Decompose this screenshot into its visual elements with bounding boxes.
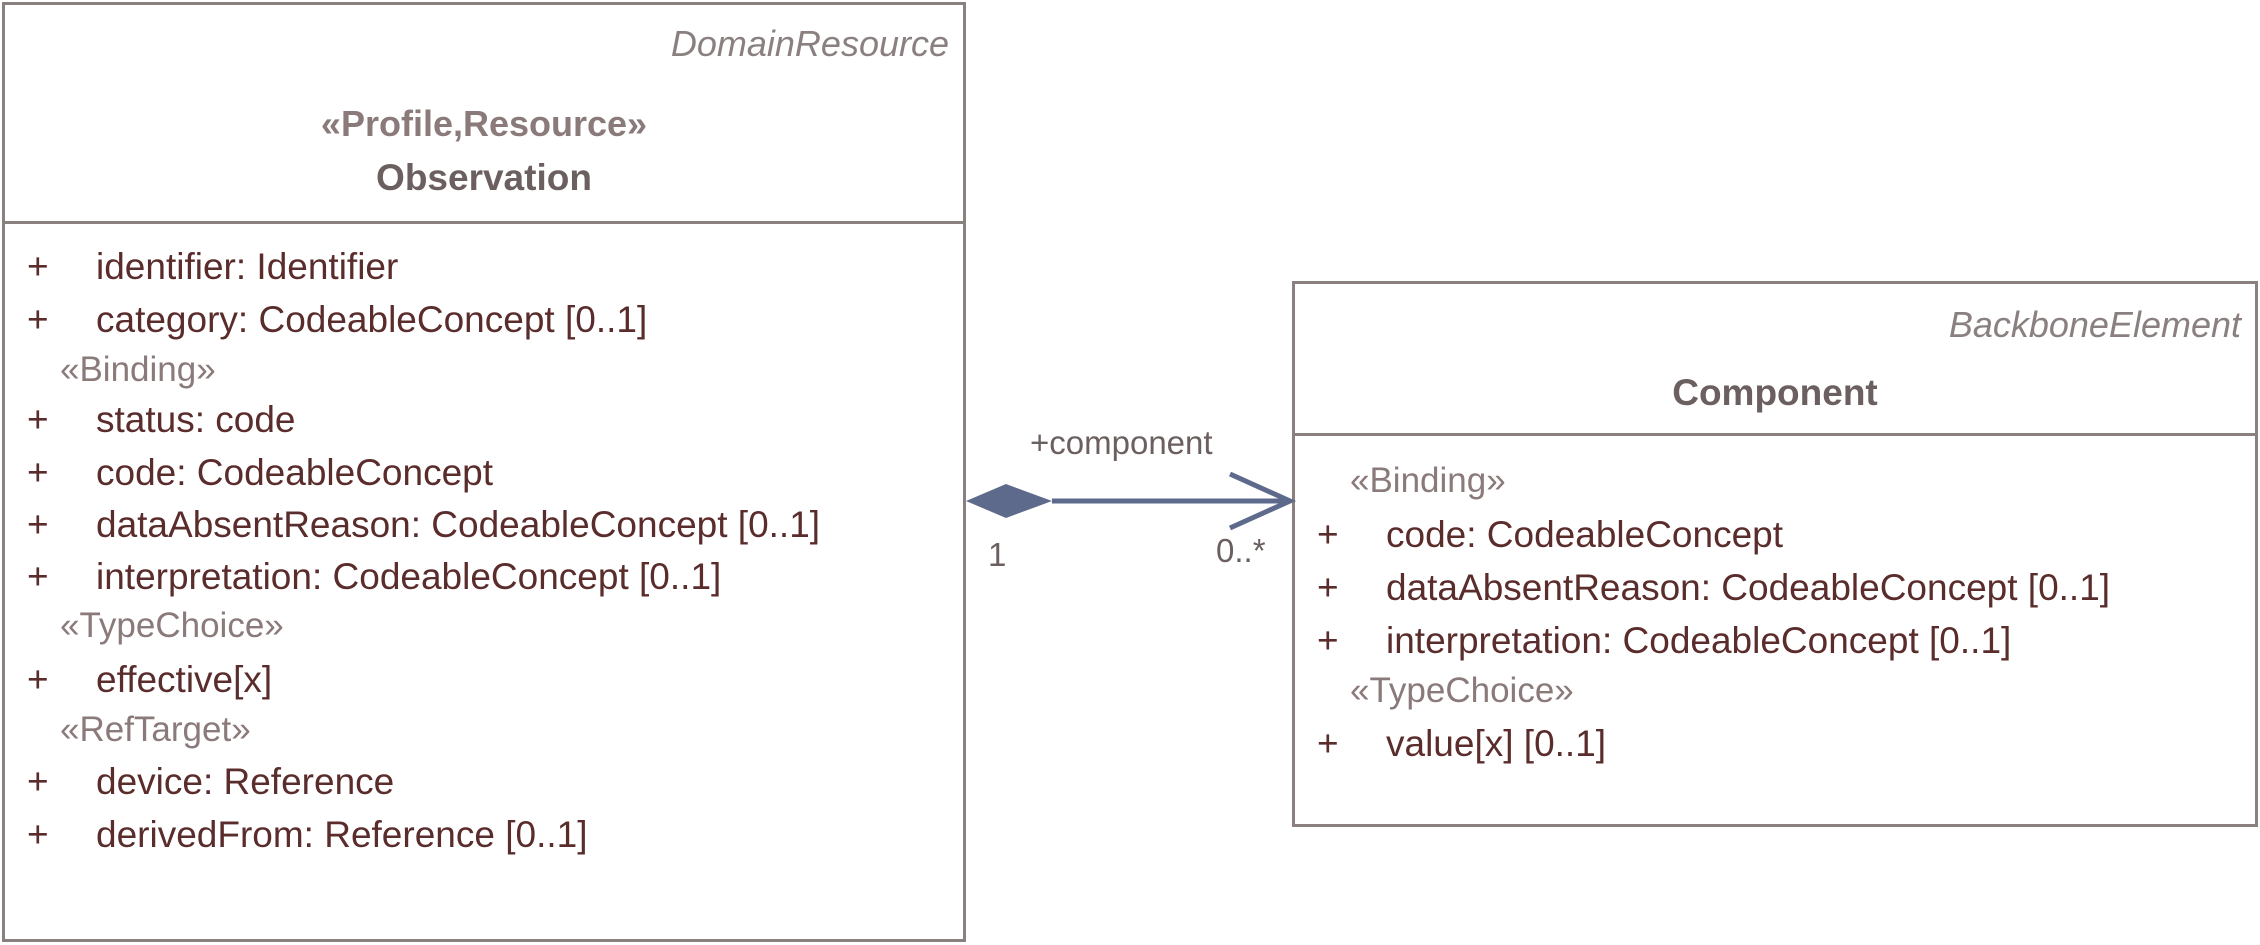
- attribute-text: interpretation: CodeableConcept [0..1]: [96, 556, 722, 597]
- attribute-text: category: CodeableConcept [0..1]: [96, 299, 648, 340]
- attribute-row: + derivedFrom: Reference [0..1]: [5, 814, 963, 864]
- attribute-row: + identifier: Identifier: [5, 246, 963, 296]
- visibility-marker: +: [27, 814, 49, 855]
- visibility-marker: +: [27, 299, 49, 340]
- observation-stereotype: «Profile,Resource»: [320, 103, 648, 144]
- composition-diamond: [966, 484, 1052, 518]
- attribute-row: + interpretation: CodeableConcept [0..1]: [5, 556, 963, 606]
- attribute-row: + effective[x]: [5, 659, 963, 709]
- navigation-arrowhead: [1228, 471, 1297, 531]
- visibility-marker: +: [1317, 567, 1339, 608]
- source-multiplicity-label: 1: [988, 536, 1007, 573]
- attribute-text: identifier: Identifier: [96, 246, 399, 287]
- component-class: BackboneElement Component «Binding» + code…: [1292, 281, 2258, 827]
- visibility-marker: +: [27, 659, 49, 700]
- attribute-row: + code: CodeableConcept: [1295, 514, 2255, 564]
- visibility-marker: +: [1317, 620, 1339, 661]
- visibility-marker: +: [27, 399, 49, 440]
- attribute-text: code: CodeableConcept: [1386, 514, 1784, 555]
- observation-superclass: DomainResource: [670, 23, 949, 64]
- attribute-text: effective[x]: [96, 659, 273, 700]
- attribute-text: dataAbsentReason: CodeableConcept [0..1]: [1386, 567, 2111, 608]
- stereotype-label: «Binding»: [5, 350, 963, 400]
- component-header: BackboneElement Component: [1295, 284, 2255, 436]
- attribute-row: + interpretation: CodeableConcept [0..1]: [1295, 620, 2255, 670]
- stereotype-label: «TypeChoice»: [5, 606, 963, 656]
- attribute-text: dataAbsentReason: CodeableConcept [0..1]: [96, 504, 821, 545]
- attribute-text: status: code: [96, 399, 296, 440]
- stereotype-text: «TypeChoice»: [60, 606, 284, 645]
- stereotype-text: «Binding»: [60, 350, 216, 389]
- attribute-text: device: Reference: [96, 761, 395, 802]
- stereotype-text: «RefTarget»: [60, 710, 251, 749]
- visibility-marker: +: [27, 504, 49, 545]
- attribute-row: + device: Reference: [5, 761, 963, 811]
- visibility-marker: +: [27, 452, 49, 493]
- stereotype-label: «RefTarget»: [5, 710, 963, 760]
- stereotype-label: «TypeChoice»: [1295, 671, 2255, 721]
- attribute-text: interpretation: CodeableConcept [0..1]: [1386, 620, 2012, 661]
- visibility-marker: +: [27, 761, 49, 802]
- association-role-label: +component: [1030, 424, 1213, 461]
- attribute-row: + dataAbsentReason: CodeableConcept [0..1…: [1295, 567, 2255, 617]
- component-class-name: Component: [1672, 372, 1878, 413]
- target-multiplicity-label: 0..*: [1216, 532, 1266, 569]
- attribute-row: + value[x] [0..1]: [1295, 723, 2255, 773]
- attribute-text: code: CodeableConcept: [96, 452, 494, 493]
- stereotype-text: «Binding»: [1350, 461, 1506, 500]
- visibility-marker: +: [27, 556, 49, 597]
- stereotype-label: «Binding»: [1295, 461, 2255, 511]
- observation-class: DomainResource «Profile,Resource» Observ…: [2, 2, 966, 942]
- component-superclass: BackboneElement: [1948, 304, 2241, 345]
- attribute-row: + code: CodeableConcept: [5, 452, 963, 502]
- attribute-row: + status: code: [5, 399, 963, 449]
- attribute-row: + dataAbsentReason: CodeableConcept [0..1…: [5, 504, 963, 554]
- visibility-marker: +: [27, 246, 49, 287]
- visibility-marker: +: [1317, 514, 1339, 555]
- attribute-text: derivedFrom: Reference [0..1]: [96, 814, 588, 855]
- observation-class-name: Observation: [376, 157, 592, 198]
- observation-header: DomainResource «Profile,Resource» Observ…: [5, 5, 963, 224]
- attribute-text: value[x] [0..1]: [1386, 723, 1607, 764]
- visibility-marker: +: [1317, 723, 1339, 764]
- attribute-row: + category: CodeableConcept [0..1]: [5, 299, 963, 349]
- stereotype-text: «TypeChoice»: [1350, 671, 1574, 710]
